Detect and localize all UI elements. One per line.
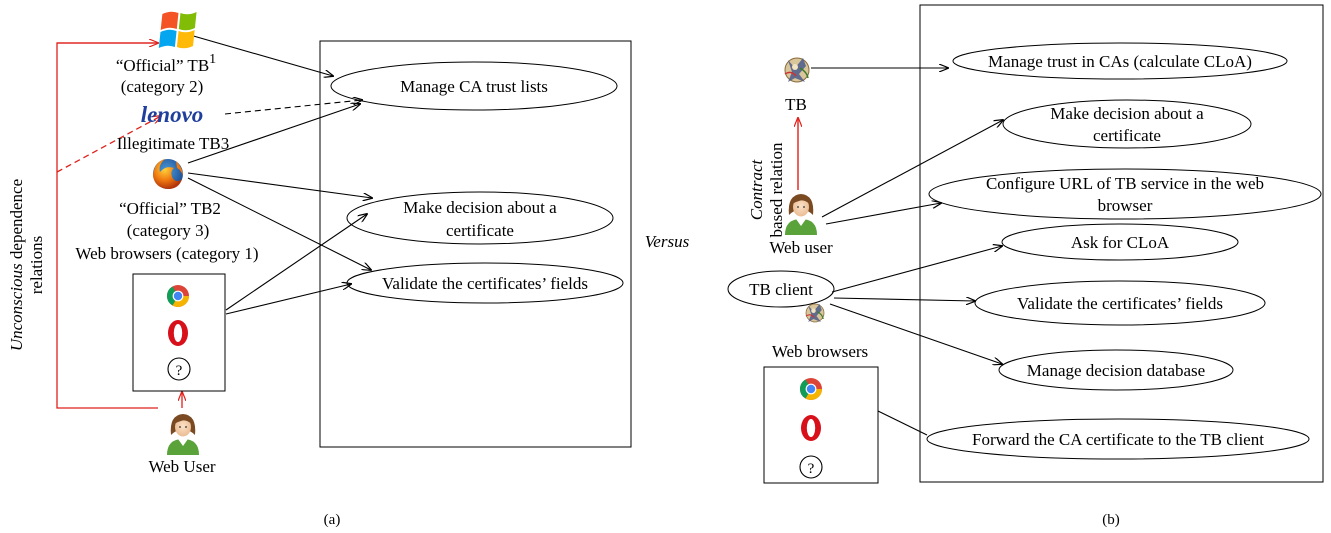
usecase-make-decision-b: Make decision about a certificate xyxy=(1002,99,1252,149)
caption-a: (a) xyxy=(324,512,341,528)
usecase-label-line1: Configure URL of TB service in the web xyxy=(986,174,1264,193)
tb2-category: (category 3) xyxy=(127,221,210,240)
usecase-validate-fields-b: Validate the certificates’ fields xyxy=(974,280,1266,326)
usecase-forward-ca-cert: Forward the CA certificate to the TB cli… xyxy=(926,418,1310,460)
usecase-ask-cloa: Ask for CLoA xyxy=(1001,223,1239,261)
versus-label: Versus xyxy=(645,232,690,251)
usecase-label-line2: certificate xyxy=(446,221,514,240)
label-unconscious: Unconscious xyxy=(7,263,26,351)
panel-b: Manage trust in CAs (calculate CLoA) Mak… xyxy=(727,4,1324,528)
usecase-label-line1: Make decision about a xyxy=(403,198,557,217)
usecase-configure-url: Configure URL of TB service in the web b… xyxy=(928,168,1322,220)
usecase-validate-fields-a: Validate the certificates’ fields xyxy=(346,262,624,304)
label-relations: relations xyxy=(27,236,46,295)
opera-icon xyxy=(168,320,188,346)
chrome-icon xyxy=(166,285,189,308)
caption-b: (b) xyxy=(1102,512,1120,528)
tb3-label: Illegitimate TB3 xyxy=(117,134,230,153)
browsers-box-a: ? xyxy=(132,273,226,392)
associations-a xyxy=(187,34,372,315)
opera-icon xyxy=(801,415,821,441)
dependence-relations-a xyxy=(56,43,182,409)
usecase-label-line2: browser xyxy=(1098,196,1153,215)
usecase-label: Ask for CLoA xyxy=(1071,233,1170,252)
usecase-label: Validate the certificates’ fields xyxy=(1017,294,1223,313)
panel-a: Manage CA trust lists Make decision abou… xyxy=(7,11,632,528)
usecase-label: Manage decision database xyxy=(1027,361,1205,380)
browsers-label-b: Web browsers xyxy=(772,342,868,361)
usecase-make-decision-a: Make decision about a certificate xyxy=(346,191,614,245)
web-user-icon-a xyxy=(167,414,199,455)
browsers-box-b: ? xyxy=(763,366,879,484)
unknown-browser-icon xyxy=(167,357,191,381)
system-boundary-b xyxy=(919,4,1324,483)
svg-text:Unconscious dependence: Unconscious dependence xyxy=(7,179,26,351)
firefox-logo-icon xyxy=(153,159,183,189)
usecase-label-line2: certificate xyxy=(1093,126,1161,145)
unknown-browser-mark: ? xyxy=(808,461,815,477)
usecase-manage-trust-cas: Manage trust in CAs (calculate CLoA) xyxy=(952,42,1288,80)
chrome-icon xyxy=(799,378,822,401)
unknown-browser-mark: ? xyxy=(176,363,183,379)
usecase-label: Validate the certificates’ fields xyxy=(382,274,588,293)
associations-b xyxy=(811,68,1003,436)
tb-client-icon xyxy=(805,303,825,323)
tb-client-label: TB client xyxy=(749,280,813,299)
label-dependence: dependence xyxy=(7,179,26,263)
unknown-browser-icon xyxy=(799,455,823,479)
web-user-label-b: Web user xyxy=(769,238,833,257)
usecase-label-line1: Make decision about a xyxy=(1050,104,1204,123)
windows-logo-icon xyxy=(158,11,197,49)
label-contract: Contract xyxy=(747,159,766,221)
tb2-label: “Official” TB2 xyxy=(119,199,221,218)
usecase-label: Manage trust in CAs (calculate CLoA) xyxy=(988,52,1252,71)
label-based-relation: based relation xyxy=(767,142,786,237)
vertical-label-contract: Contract based relation xyxy=(747,142,786,237)
browsers-label-a: Web browsers (category 1) xyxy=(75,244,258,263)
usecase-label: Forward the CA certificate to the TB cli… xyxy=(972,430,1264,449)
tb1-label: “Official” TB1 xyxy=(116,52,216,75)
vertical-label-dependence: Unconscious dependence relations xyxy=(7,179,46,351)
web-user-icon-b xyxy=(785,194,817,235)
usecase-manage-ca-trust-lists: Manage CA trust lists xyxy=(330,61,618,111)
tb-service-icon xyxy=(784,57,810,83)
usecase-label: Manage CA trust lists xyxy=(400,77,548,96)
usecase-manage-decision-db: Manage decision database xyxy=(998,349,1234,391)
tb-client-node: TB client xyxy=(727,270,835,308)
lenovo-logo: lenovo xyxy=(141,102,204,127)
tb1-category: (category 2) xyxy=(121,77,204,96)
web-user-label-a: Web User xyxy=(148,457,215,476)
tb-label: TB xyxy=(785,95,807,114)
